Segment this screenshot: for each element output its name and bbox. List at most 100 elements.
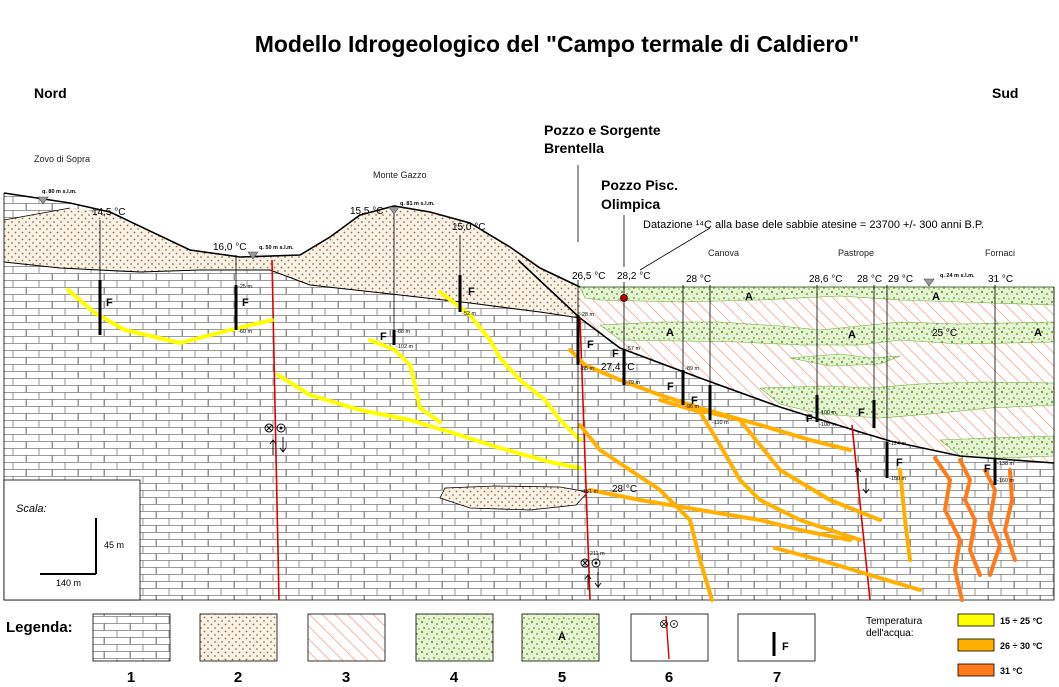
svg-text:27,4 °C: 27,4 °C: [601, 362, 634, 373]
svg-text:-160 m: -160 m: [997, 478, 1015, 484]
svg-text:-100 m: -100 m: [819, 410, 837, 416]
datazione-label: Datazione ¹⁴C alla base dele sabbie ates…: [643, 219, 984, 231]
olimpica-label-2: Olimpica: [601, 196, 660, 212]
legend: Legenda: A F 1 2 3 4 5 6 7 Temperatura d…: [6, 613, 1043, 686]
svg-text:F: F: [468, 286, 475, 298]
svg-text:F: F: [106, 297, 113, 309]
svg-text:A: A: [558, 631, 566, 643]
svg-text:-108 m: -108 m: [819, 422, 837, 428]
svg-text:28 °C: 28 °C: [612, 484, 637, 495]
svg-text:29 °C: 29 °C: [888, 274, 913, 285]
fault-north: [271, 259, 280, 601]
svg-text:F: F: [806, 413, 813, 425]
svg-text:F: F: [380, 331, 387, 343]
legend-label-6: 6: [665, 669, 673, 686]
monte-gazzo-label: Monte Gazzo: [373, 170, 427, 180]
svg-text:q. 50 m s.l.m.: q. 50 m s.l.m.: [259, 245, 294, 251]
svg-text:-85 m: -85 m: [580, 366, 594, 372]
svg-text:-110 m: -110 m: [712, 420, 729, 426]
svg-text:-96 m: -96 m: [685, 404, 699, 410]
scale-vertical: 45 m: [104, 540, 124, 550]
svg-text:-211 m: -211 m: [588, 551, 605, 557]
svg-text:F: F: [242, 297, 249, 309]
datazione-pointer: [639, 227, 711, 271]
temp-label-15-25: 15 ÷ 25 °C: [1000, 616, 1043, 626]
svg-text:-102 m: -102 m: [396, 344, 414, 350]
temp-legend-title-1: Temperatura: [866, 616, 923, 627]
svg-text:q. 24 m s.l.m.: q. 24 m s.l.m.: [940, 273, 975, 279]
legend-swatch-3: [307, 613, 386, 662]
fault-brentella: [579, 317, 591, 601]
svg-text:A: A: [932, 291, 940, 303]
svg-text:28,2 °C: 28,2 °C: [617, 271, 650, 282]
legend-label-1: 1: [127, 669, 135, 686]
flow-paths-31: [933, 456, 1017, 602]
svg-text:F: F: [612, 348, 619, 360]
svg-text:-88 m: -88 m: [396, 329, 410, 335]
pastrope-label: Pastrope: [838, 248, 874, 258]
temp-swatch-15-25: [957, 613, 995, 627]
legend-swatch-5: [521, 613, 600, 662]
colluvium-deposits: [4, 206, 589, 511]
elevation-labels: q. 80 m s.l.m. q. 50 m s.l.m. q. 81 m s.…: [42, 189, 975, 279]
depth-labels: -60 m -25 m -88 m -102 m -52 m -28 m -85…: [238, 284, 1015, 557]
well-callouts: Pozzo e Sorgente Brentella Pozzo Pisc. O…: [544, 122, 678, 212]
svg-text:A: A: [666, 327, 674, 339]
svg-text:-150 m: -150 m: [889, 476, 907, 482]
brentella-label-2: Brentella: [544, 140, 604, 156]
svg-text:-89 m: -89 m: [685, 366, 699, 372]
temp-label-31: 31 °C: [1000, 666, 1023, 676]
place-labels: Zovo di Sopra Monte Gazzo Canova Pastrop…: [34, 154, 1015, 258]
svg-text:-79 m: -79 m: [626, 380, 640, 386]
flow-paths-15-25: [66, 288, 582, 470]
legend-label-3: 3: [342, 669, 350, 686]
aquifer-marks: A A A A A: [666, 291, 1042, 341]
svg-text:-124 m: -124 m: [889, 441, 907, 447]
temperature-labels: 14,5 °C 16,0 °C 15,5 °C 15,0 °C 26,5 °C …: [92, 206, 1013, 495]
svg-text:28,6 °C: 28,6 °C: [809, 274, 842, 285]
svg-text:F: F: [896, 457, 903, 469]
temp-label-26-30: 26 ÷ 30 °C: [1000, 641, 1043, 651]
svg-text:q. 80 m s.l.m.: q. 80 m s.l.m.: [42, 189, 77, 195]
svg-text:F: F: [667, 381, 674, 393]
fornaci-label: Fornaci: [985, 248, 1015, 258]
temp-swatch-26-30: [957, 638, 995, 652]
svg-text:F: F: [782, 641, 789, 653]
canova-label: Canova: [708, 248, 739, 258]
svg-text:q. 81 m s.l.m.: q. 81 m s.l.m.: [400, 201, 435, 207]
svg-text:28 °C: 28 °C: [857, 274, 882, 285]
legend-swatch-1: [92, 613, 171, 662]
elevation-markers: [37, 196, 935, 287]
svg-text:16,0 °C: 16,0 °C: [213, 242, 246, 253]
fault-movement-symbols: [264, 423, 870, 590]
svg-text:-60 m: -60 m: [238, 329, 252, 335]
svg-text:A: A: [848, 329, 856, 341]
svg-text:F: F: [691, 395, 698, 407]
temp-swatch-31: [957, 663, 995, 677]
legend-label-7: 7: [773, 669, 781, 686]
temp-legend-title-2: dell'acqua:: [866, 628, 914, 639]
svg-text:-52 m: -52 m: [462, 311, 476, 317]
legend-swatch-4: [415, 613, 494, 662]
olimpica-label-1: Pozzo Pisc.: [601, 177, 678, 193]
legend-label-4: 4: [450, 669, 459, 686]
svg-text:31 °C: 31 °C: [988, 274, 1013, 285]
legend-swatch-2: [199, 613, 278, 662]
svg-text:-28 m: -28 m: [580, 312, 594, 318]
svg-text:F: F: [587, 339, 594, 351]
legend-label-5: 5: [558, 669, 566, 686]
svg-text:F: F: [984, 463, 991, 475]
legend-title: Legenda:: [6, 619, 73, 636]
legend-swatch-7: [737, 613, 816, 662]
flow-paths-26-30: [568, 348, 922, 602]
svg-text:15,0 °C: 15,0 °C: [452, 222, 485, 233]
svg-text:25 °C: 25 °C: [932, 328, 957, 339]
scale-box: Scala: 45 m 140 m: [3, 479, 141, 601]
svg-text:-57 m: -57 m: [626, 346, 640, 352]
zovo-label: Zovo di Sopra: [34, 154, 90, 164]
north-label: Nord: [34, 85, 67, 101]
brentella-label-1: Pozzo e Sorgente: [544, 122, 661, 138]
south-label: Sud: [992, 85, 1018, 101]
svg-text:26,5 °C: 26,5 °C: [572, 271, 605, 282]
